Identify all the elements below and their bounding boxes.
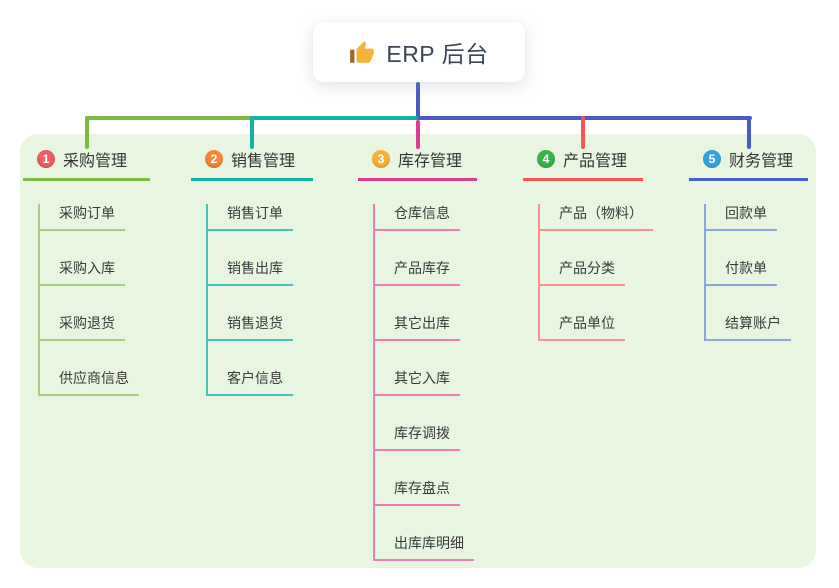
child-node[interactable]: 库存盘点 xyxy=(375,479,460,506)
thumbs-up-icon xyxy=(350,41,375,63)
child-node[interactable]: 供应商信息 xyxy=(40,369,139,396)
badge-number-icon: 1 xyxy=(37,150,55,168)
child-node[interactable]: 产品分类 xyxy=(540,259,625,286)
branch-drop-line-3 xyxy=(416,120,420,149)
branch-header[interactable]: 4 产品管理 xyxy=(523,146,643,181)
branch-header-label: 销售管理 xyxy=(231,153,296,170)
branch-inventory: 3 库存管理 仓库信息产品库存其它出库其它入库库存调拨库存盘点出库库明细 xyxy=(358,146,477,561)
branch-children: 回款单付款单结算账户 xyxy=(704,204,808,341)
branch-header-label: 采购管理 xyxy=(63,153,128,170)
connector-segment-2 xyxy=(250,116,419,120)
root-connector-line xyxy=(416,82,420,119)
child-node[interactable]: 回款单 xyxy=(706,204,777,231)
branch-purchase: 1 采购管理 采购订单采购入库采购退货供应商信息 xyxy=(23,146,150,396)
child-node[interactable]: 产品库存 xyxy=(375,259,460,286)
child-node[interactable]: 其它入库 xyxy=(375,369,460,396)
root-node-label: ERP 后台 xyxy=(386,41,489,67)
child-node[interactable]: 产品（物料） xyxy=(540,204,653,231)
child-node[interactable]: 结算账户 xyxy=(706,314,791,341)
badge-number-icon: 2 xyxy=(205,150,223,168)
child-node[interactable]: 销售退货 xyxy=(208,314,293,341)
branch-drop-line-1 xyxy=(85,116,89,149)
child-node[interactable]: 销售订单 xyxy=(208,204,293,231)
child-node[interactable]: 出库库明细 xyxy=(375,534,474,561)
child-node[interactable]: 仓库信息 xyxy=(375,204,460,231)
branch-header[interactable]: 5 财务管理 xyxy=(689,146,808,181)
branch-children: 采购订单采购入库采购退货供应商信息 xyxy=(38,204,150,396)
branch-header[interactable]: 2 销售管理 xyxy=(191,146,313,181)
badge-number-icon: 4 xyxy=(537,150,555,168)
child-node[interactable]: 产品单位 xyxy=(540,314,625,341)
branch-header[interactable]: 1 采购管理 xyxy=(23,146,150,181)
branch-header-label: 产品管理 xyxy=(563,153,628,170)
child-node[interactable]: 采购订单 xyxy=(40,204,125,231)
child-node[interactable]: 客户信息 xyxy=(208,369,293,396)
child-node[interactable]: 其它出库 xyxy=(375,314,460,341)
child-node[interactable]: 库存调拨 xyxy=(375,424,460,451)
branch-header-label: 财务管理 xyxy=(729,153,794,170)
branch-sales: 2 销售管理 销售订单销售出库销售退货客户信息 xyxy=(191,146,313,396)
child-node[interactable]: 付款单 xyxy=(706,259,777,286)
branch-children: 销售订单销售出库销售退货客户信息 xyxy=(206,204,313,396)
branch-drop-line-2 xyxy=(250,116,254,149)
child-node[interactable]: 采购入库 xyxy=(40,259,125,286)
mindmap-background-panel xyxy=(20,134,816,568)
branch-header-label: 库存管理 xyxy=(398,153,463,170)
branch-finance: 5 财务管理 回款单付款单结算账户 xyxy=(689,146,808,341)
root-node[interactable]: ERP 后台 xyxy=(313,22,525,82)
branch-drop-line-4 xyxy=(581,116,585,149)
branch-header[interactable]: 3 库存管理 xyxy=(358,146,477,181)
branch-product: 4 产品管理 产品（物料） 产品分类产品单位 xyxy=(523,146,653,341)
child-node[interactable]: 采购退货 xyxy=(40,314,125,341)
branch-children: 仓库信息产品库存其它出库其它入库库存调拨库存盘点出库库明细 xyxy=(373,204,477,561)
connector-segment-1 xyxy=(85,116,253,120)
branch-drop-line-5 xyxy=(747,116,751,149)
badge-number-icon: 5 xyxy=(703,150,721,168)
child-node[interactable]: 销售出库 xyxy=(208,259,293,286)
branch-children: 产品（物料） 产品分类产品单位 xyxy=(538,204,653,341)
badge-number-icon: 3 xyxy=(372,150,390,168)
